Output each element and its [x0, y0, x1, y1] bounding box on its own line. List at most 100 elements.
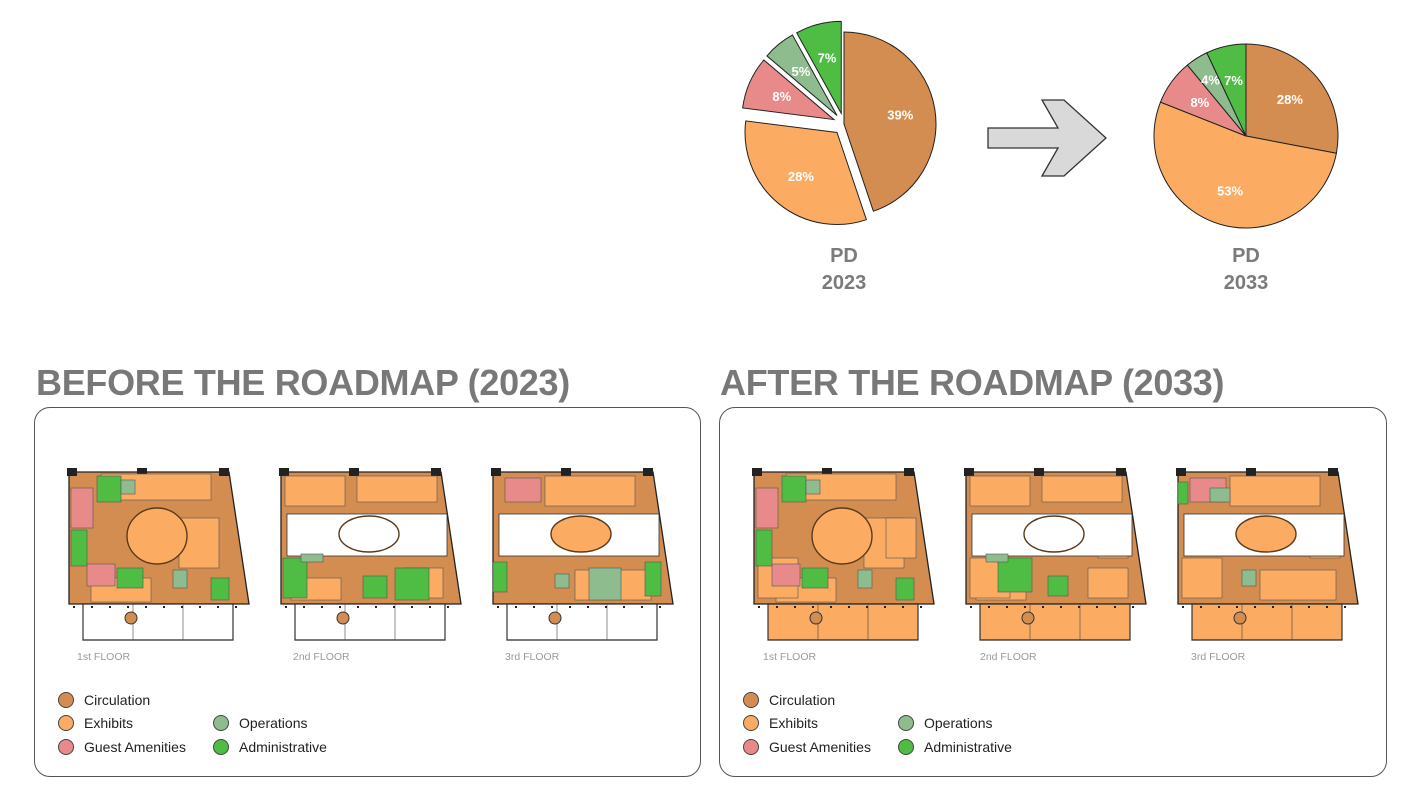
plan-pillar [964, 468, 974, 476]
plan-stair [336, 611, 350, 625]
plan-column [303, 606, 305, 608]
plan-exhibit-area [544, 475, 636, 507]
plan-column [866, 606, 868, 608]
plan-column [830, 606, 832, 608]
plan-column [884, 606, 886, 608]
plan-administrative-area [282, 557, 308, 599]
legend-label-operations: Operations [924, 715, 993, 731]
plan-column [623, 606, 625, 608]
pie-label-guest-amenities: 8% [1190, 95, 1209, 110]
legend-swatch-exhibits [58, 715, 74, 731]
plan-column [145, 606, 147, 608]
pie-slice-operations [766, 34, 838, 116]
plan-column [587, 606, 589, 608]
plan-operations-area [1209, 487, 1231, 503]
floor-plan-1st-after [746, 458, 936, 643]
plan-pillar [1246, 468, 1256, 476]
plan-administrative-area [644, 561, 662, 597]
plan-column [447, 606, 449, 608]
plan-atrium [811, 507, 873, 565]
plan-administrative-area [116, 567, 144, 589]
plan-annex [1191, 603, 1343, 641]
plan-column [73, 606, 75, 608]
plan-column [321, 606, 323, 608]
pie-2033-svg: 28%53%8%4%7% [1153, 43, 1339, 229]
plan-administrative-area [96, 475, 122, 503]
plan-administrative-area [1177, 481, 1189, 505]
pie-2033-caption-line1: PD [1232, 245, 1260, 267]
plan-pillar [752, 468, 762, 476]
legend-circulation-before: Circulation [58, 692, 150, 708]
plan-pillar [219, 468, 229, 476]
plan-column [1042, 606, 1044, 608]
plan-column [776, 606, 778, 608]
floor-plan-1st-before [61, 458, 251, 643]
pie-2023-caption-line1: PD [830, 245, 858, 267]
pie-label-exhibits: 28% [788, 169, 814, 184]
plan-column [1200, 606, 1202, 608]
plan-stair [124, 611, 138, 625]
plan-operations-area [1241, 569, 1257, 587]
pie-label-circulation: 39% [887, 107, 913, 122]
plan-column [551, 606, 553, 608]
plan-column [794, 606, 796, 608]
plan-pillar [1034, 468, 1044, 476]
plan-column [659, 606, 661, 608]
plan-administrative-area [492, 561, 508, 593]
legend-label-administrative: Administrative [239, 739, 327, 755]
pie-label-exhibits: 53% [1217, 183, 1243, 198]
pie-slice-exhibits [1153, 101, 1337, 229]
legend-swatch-operations [213, 715, 229, 731]
plan-pillar [349, 468, 359, 476]
plan-column [217, 606, 219, 608]
plan-annex [82, 603, 234, 641]
plan-pillar [279, 468, 289, 476]
legend-administrative-after: Administrative [898, 739, 1012, 755]
legend-swatch-exhibits [743, 715, 759, 731]
plan-pillar [643, 468, 653, 476]
plan-column [339, 606, 341, 608]
pie-2023-caption-line2: 2023 [821, 272, 867, 294]
legend-label-guest-amenities: Guest Amenities [769, 739, 871, 755]
plan-atrium [1023, 515, 1085, 553]
plan-atrium [338, 515, 400, 553]
legend-label-circulation: Circulation [769, 692, 836, 708]
plan-column [1024, 606, 1026, 608]
plan-exhibit-area [356, 475, 438, 503]
plan-exhibit-area [1229, 475, 1321, 507]
plan-column [1006, 606, 1008, 608]
floor-label-1st-after: 1st FLOOR [763, 651, 817, 663]
pie-2033-caption-line2: 2033 [1223, 272, 1269, 294]
plan-exhibit-area [969, 475, 1031, 507]
plan-pillar [1176, 468, 1186, 476]
plan-administrative-area [362, 575, 388, 599]
plan-pillar [67, 468, 77, 476]
plan-exhibit-area [1041, 475, 1123, 503]
plan-administrative-area [781, 475, 807, 503]
before-panel: 1st FLOOR 2nd FLOOR 3rd FLOOR Circulatio… [34, 407, 701, 777]
plan-column [1132, 606, 1134, 608]
floor-label-3rd-after: 3rd FLOOR [1191, 651, 1246, 663]
floor-label-3rd-before: 3rd FLOOR [505, 651, 560, 663]
plan-column [605, 606, 607, 608]
plan-atrium [550, 515, 612, 553]
plan-column [109, 606, 111, 608]
plan-column [285, 606, 287, 608]
legend-label-exhibits: Exhibits [84, 715, 134, 731]
pie-slice-administrative [1206, 43, 1247, 137]
legend-label-administrative: Administrative [924, 739, 1012, 755]
legend-label-exhibits: Exhibits [769, 715, 819, 731]
plan-column [429, 606, 431, 608]
plan-column [920, 606, 922, 608]
floor-label-2nd-after: 2nd FLOOR [980, 651, 1037, 663]
plan-stair [1233, 611, 1247, 625]
plan-pillar [491, 468, 501, 476]
legend-operations-before: Operations [213, 715, 307, 731]
plan-stair [548, 611, 562, 625]
legend-swatch-operations [898, 715, 914, 731]
plan-column [641, 606, 643, 608]
plan-atrium [1235, 515, 1297, 553]
plan-atrium [126, 507, 188, 565]
plan-column [1236, 606, 1238, 608]
plan-column [533, 606, 535, 608]
